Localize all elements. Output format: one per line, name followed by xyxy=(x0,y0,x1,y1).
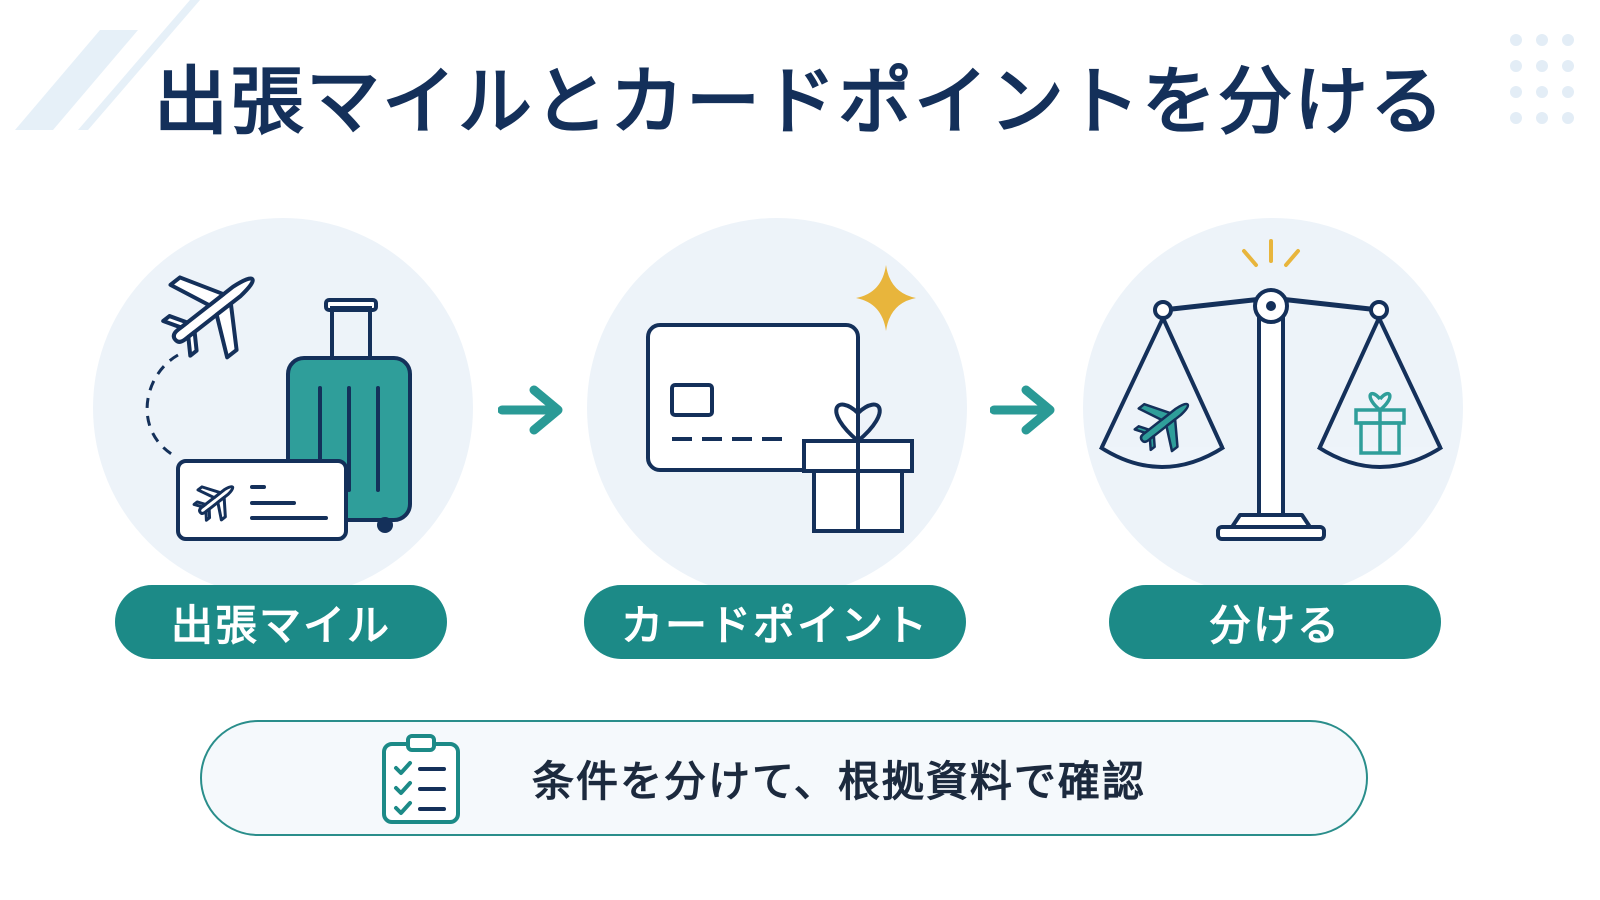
clipboard-checklist-icon xyxy=(382,734,460,824)
step-label-business-miles: 出張マイル xyxy=(115,585,447,659)
right-arrow-icon xyxy=(990,385,1055,435)
balance-scale-icon xyxy=(1098,239,1444,541)
step-label-card-points: カードポイント xyxy=(584,585,966,659)
step-business-miles: 出張マイル xyxy=(88,215,478,659)
summary-note-text: 条件を分けて、根拠資料で確認 xyxy=(532,756,1146,806)
step-card-points: カードポイント xyxy=(582,215,972,659)
step-separate: 分ける xyxy=(1078,215,1468,659)
decorative-stripes xyxy=(15,0,200,130)
summary-note: 条件を分けて、根拠資料で確認 xyxy=(200,720,1368,836)
credit-card-gift-icon xyxy=(646,265,916,533)
airplane-luggage-ticket-icon xyxy=(145,275,412,541)
page-title: 出張マイルとカードポイントを分ける xyxy=(154,59,1446,145)
decorative-dots xyxy=(1510,34,1574,124)
step-label-separate: 分ける xyxy=(1109,585,1441,659)
right-arrow-icon xyxy=(498,385,563,435)
